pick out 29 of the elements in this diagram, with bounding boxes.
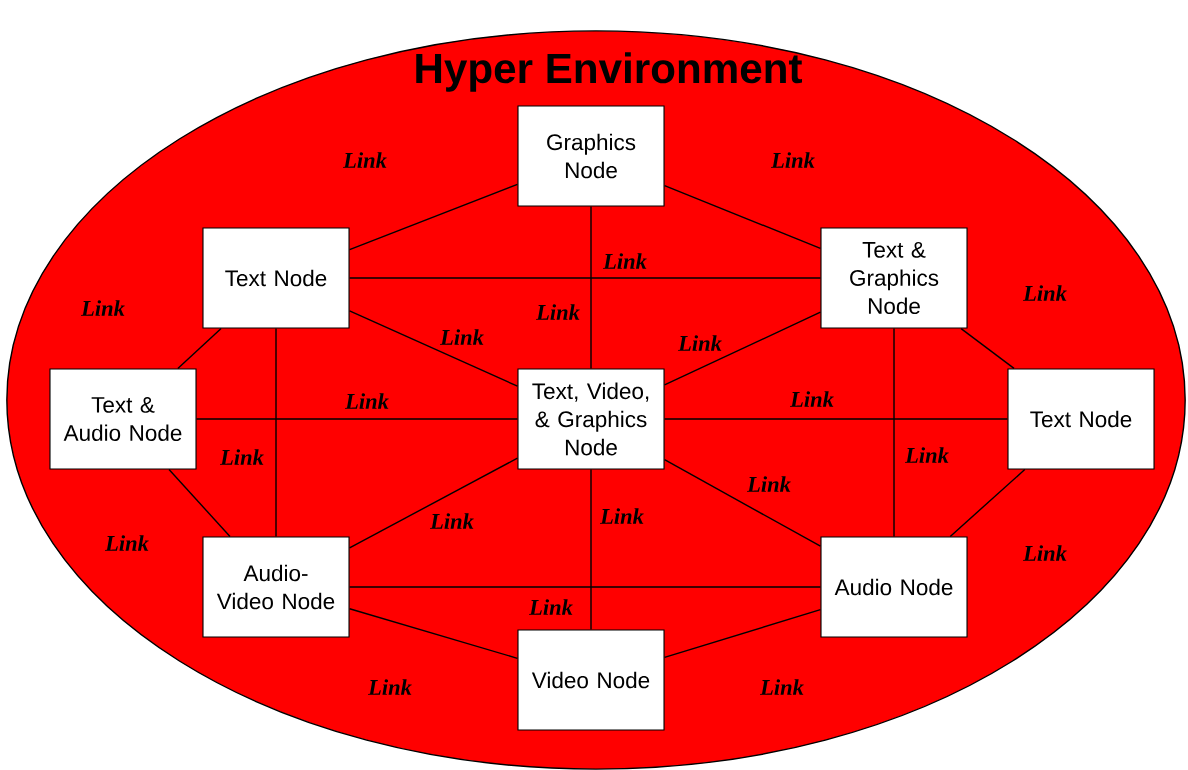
connector-line: [590, 205, 592, 370]
connector-line: [663, 418, 1009, 420]
connector-line: [663, 608, 822, 659]
connector-line: [348, 586, 822, 588]
connector-line: [663, 184, 822, 250]
connector-line: [663, 311, 822, 386]
connector-line: [348, 608, 519, 660]
connector-line: [275, 327, 277, 538]
node-box: Text & Graphics Node: [820, 227, 968, 329]
connector-line: [348, 277, 822, 279]
node-box: Text, Video, & Graphics Node: [517, 368, 665, 470]
connector-line: [960, 327, 1015, 370]
connector-line: [348, 183, 519, 251]
node-box: Text Node: [1007, 368, 1155, 470]
connector-line: [663, 459, 822, 547]
connector-line: [949, 468, 1026, 538]
node-box: Video Node: [517, 629, 665, 731]
connector-line: [177, 327, 222, 370]
connector-line: [893, 327, 895, 538]
connector-line: [348, 310, 519, 387]
connector-line: [590, 468, 592, 631]
node-box: Text & Audio Node: [49, 368, 197, 470]
connector-line: [195, 418, 519, 420]
node-box: Graphics Node: [517, 105, 665, 207]
node-box: Audio Node: [820, 536, 968, 638]
connector-line: [168, 468, 231, 538]
node-box: Audio- Video Node: [202, 536, 350, 638]
connector-line: [348, 457, 519, 549]
node-box: Text Node: [202, 227, 350, 329]
